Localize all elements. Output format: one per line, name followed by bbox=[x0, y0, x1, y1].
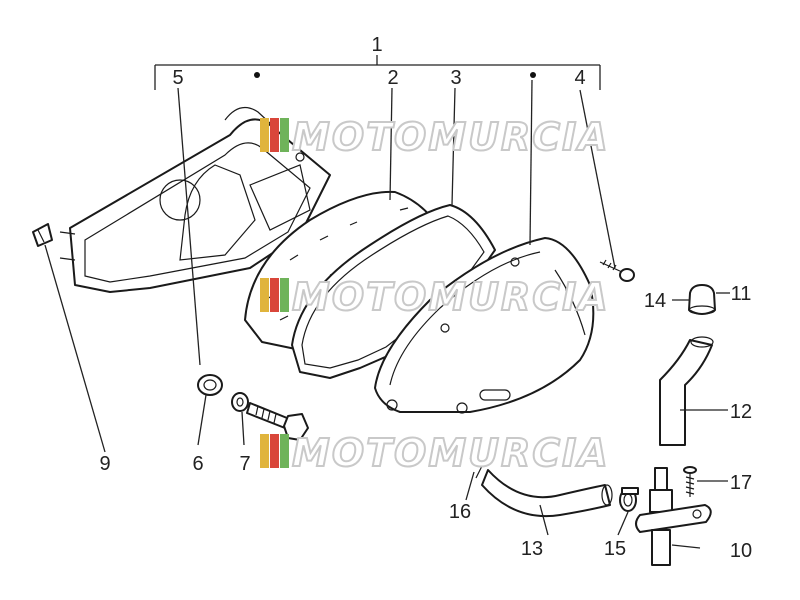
callout-labels: 1 5 2 3 4 14 11 12 9 6 7 17 16 13 15 10 bbox=[99, 34, 752, 562]
screw-part-4 bbox=[599, 259, 635, 282]
grommet-part-5 bbox=[197, 374, 223, 396]
fitting-part-16 bbox=[469, 457, 483, 479]
cap-part-11 bbox=[688, 284, 716, 315]
assembly-bracket bbox=[154, 55, 601, 90]
washer-part-7 bbox=[231, 392, 249, 412]
callout-1: 1 bbox=[371, 34, 382, 56]
hose-part-13 bbox=[481, 469, 613, 518]
callout-12: 12 bbox=[730, 401, 752, 423]
clip-part bbox=[32, 223, 53, 247]
callout-4: 4 bbox=[574, 67, 585, 89]
callout-15: 15 bbox=[604, 538, 626, 560]
callout-7: 7 bbox=[239, 453, 250, 475]
watermark-1: MOTOMURCIA bbox=[260, 114, 610, 160]
svg-text:MOTOMURCIA: MOTOMURCIA bbox=[292, 431, 610, 475]
callout-14: 14 bbox=[644, 290, 666, 312]
callout-6: 6 bbox=[192, 453, 203, 475]
callout-2: 2 bbox=[387, 67, 398, 89]
air-box-cover bbox=[374, 237, 595, 414]
air-box-housing bbox=[59, 106, 331, 293]
svg-text:MOTOMURCIA: MOTOMURCIA bbox=[292, 275, 610, 319]
watermark-3: MOTOMURCIA bbox=[260, 430, 610, 476]
callout-3: 3 bbox=[450, 67, 461, 89]
callout-13: 13 bbox=[521, 538, 543, 560]
hose-part-12 bbox=[659, 336, 714, 446]
callout-9: 9 bbox=[99, 453, 110, 475]
watermark-2: MOTOMURCIA bbox=[260, 274, 610, 320]
bolt-part-6 bbox=[246, 402, 309, 441]
callout-17: 17 bbox=[730, 472, 752, 494]
callout-11: 11 bbox=[731, 283, 752, 305]
svg-text:MOTOMURCIA: MOTOMURCIA bbox=[292, 115, 610, 159]
clamp-part-15 bbox=[619, 487, 639, 512]
screw-part-17 bbox=[683, 466, 697, 497]
gasket bbox=[291, 204, 496, 379]
leader-lines bbox=[44, 79, 730, 549]
valve-part-10 bbox=[635, 467, 712, 566]
callout-5: 5 bbox=[172, 67, 183, 89]
callout-10: 10 bbox=[730, 540, 752, 562]
callout-16: 16 bbox=[449, 501, 471, 523]
